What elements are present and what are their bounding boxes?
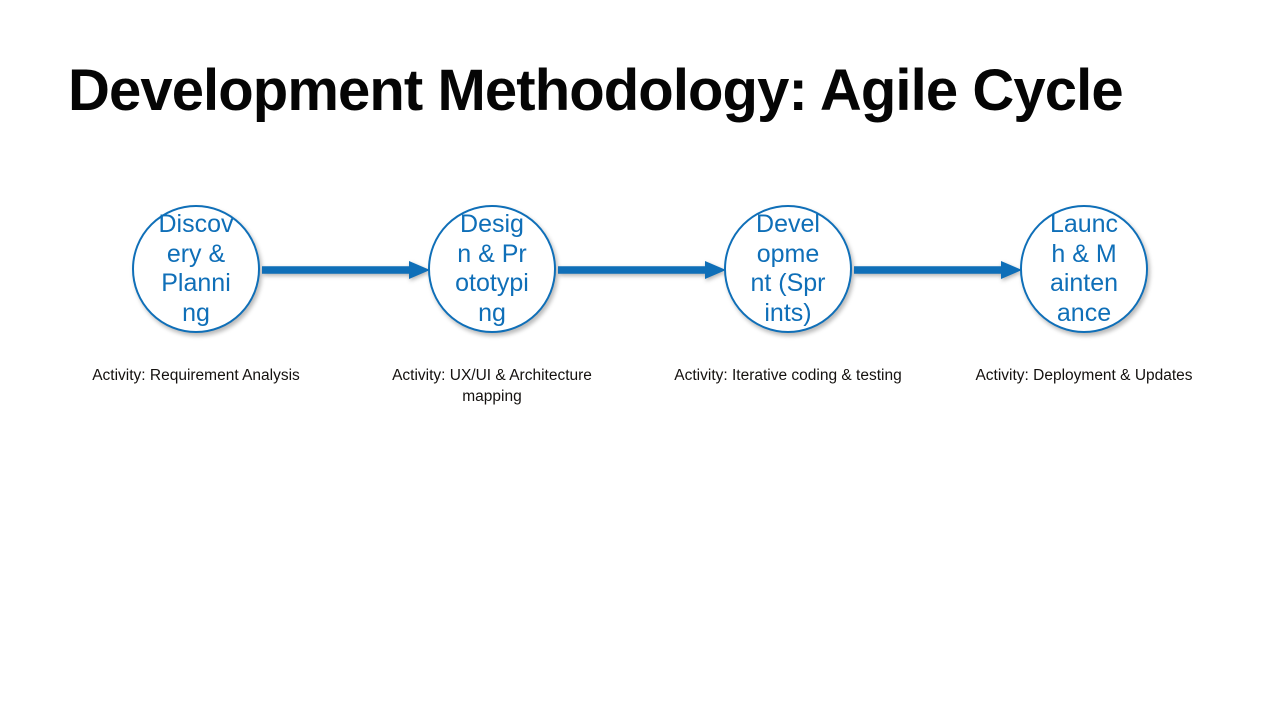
flow-node-caption-1: Activity: Requirement Analysis [92,367,300,384]
arrow-right-icon-1 [262,261,430,279]
node-circle-shape-1 [132,205,260,333]
page-title: Development Methodology: Agile Cycle [68,58,1124,123]
flow-node-caption-3: Activity: Iterative coding & testing [674,367,902,384]
node-circle-shape-2 [428,205,556,333]
flow-node-3[interactable]: Development (Sprints) [724,205,852,333]
flow-node-caption-4: Activity: Deployment & Updates [975,367,1193,384]
node-circle-shape-4 [1020,205,1148,333]
flow-node-caption-2: Activity: UX/UI & Architecture mapping [392,367,592,405]
arrow-right-icon-3 [854,261,1022,279]
node-circle-shape-3 [724,205,852,333]
flow-node-1[interactable]: Discovery & Planning [132,205,260,333]
arrow-right-icon-2 [558,261,726,279]
flow-node-4[interactable]: Launch & Maintenance [1020,205,1148,333]
flow-node-2[interactable]: Design & Prototyping [428,205,556,333]
agile-cycle-flow-diagram: Discovery & Planning Design & Prototypin… [0,185,1280,355]
